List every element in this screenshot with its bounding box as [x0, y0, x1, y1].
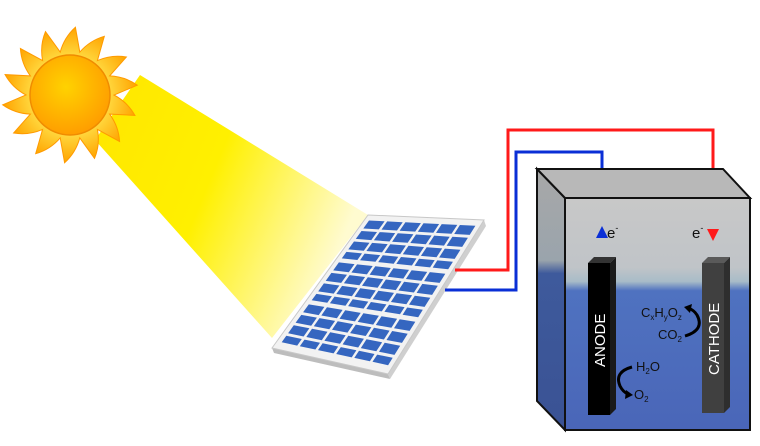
solar-cell: [373, 232, 396, 242]
cathode-label: CATHODE: [706, 303, 723, 375]
solar-cell: [336, 285, 358, 297]
cathode-reactant-formula: CO2: [658, 327, 683, 344]
cathode-reaction-arrow: [684, 306, 701, 338]
cathode-electrode: CATHODE: [702, 257, 730, 413]
solar-cell: [384, 244, 406, 255]
solar-cell: [378, 255, 399, 264]
solar-cell: [281, 335, 302, 346]
solar-cell: [439, 248, 461, 259]
solar-cell: [420, 247, 443, 258]
solar-cell: [313, 318, 336, 330]
solar-cell: [321, 307, 343, 319]
solar-cell: [311, 293, 332, 303]
anode-product-formula: O2: [634, 387, 649, 404]
solar-cell: [416, 283, 438, 295]
solar-cell: [299, 339, 320, 350]
solar-cell: [428, 235, 450, 246]
solar-cell: [350, 324, 372, 336]
solar-cell: [398, 281, 420, 293]
solar-cell: [432, 260, 453, 270]
solar-cell: [332, 321, 354, 333]
electron-flow-down-arrow: [707, 229, 719, 241]
solar-cell: [402, 245, 424, 256]
solar-cell: [446, 236, 468, 247]
cathode-reaction-arrowhead: [684, 304, 692, 313]
solar-cell: [329, 296, 351, 306]
solar-cell: [324, 332, 346, 344]
solar-cell: [303, 304, 325, 316]
solar-cell: [348, 241, 370, 251]
solar-cell: [396, 257, 417, 266]
solar-cell: [380, 279, 402, 291]
anode-label: ANODE: [592, 314, 609, 367]
solar-cell: [384, 304, 405, 315]
solar-cell: [318, 283, 340, 294]
solar-cell: [369, 266, 391, 277]
solar-cell: [399, 222, 421, 232]
solar-cell: [368, 327, 390, 340]
solar-cell: [366, 242, 388, 253]
solar-cell: [372, 290, 394, 302]
solar-cell: [387, 268, 409, 279]
solar-cell: [366, 302, 387, 312]
solar-cell: [375, 316, 398, 328]
solar-cell: [343, 275, 366, 286]
solar-cell: [417, 223, 440, 233]
solar-cell: [394, 319, 416, 331]
solar-cell: [454, 225, 476, 235]
sunlight-beam: [95, 75, 368, 338]
solar-cell: [362, 277, 384, 288]
solar-cell: [357, 313, 379, 325]
anode-reaction-arrowhead: [625, 390, 633, 399]
solar-cell: [386, 331, 408, 343]
solar-cell: [355, 231, 377, 241]
solar-cell: [295, 314, 317, 326]
solar-cell: [436, 224, 458, 234]
solar-cell: [390, 293, 413, 305]
anode-reactant-formula: H2O: [636, 359, 660, 376]
cathode-electron-label: e-: [692, 223, 703, 242]
solar-cell: [306, 328, 328, 341]
solar-cell: [405, 270, 428, 281]
solar-cell: [414, 258, 435, 268]
sun-icon: [1, 26, 139, 164]
anode-reaction-arrow: [617, 365, 633, 396]
electron-flow-up-arrow: [596, 226, 608, 238]
solar-cell: [342, 335, 364, 348]
solar-cell: [410, 234, 432, 245]
solar-cell: [325, 272, 347, 283]
solar-cell: [363, 220, 385, 230]
solar-cell: [409, 295, 431, 307]
anode-electrode: ANODE: [588, 257, 616, 415]
solar-cell: [402, 307, 423, 318]
solar-cell: [351, 264, 373, 275]
solar-cell: [392, 233, 414, 243]
solar-cell: [333, 262, 355, 273]
solar-cell: [360, 339, 383, 352]
solar-cell: [341, 251, 362, 260]
cathode-product-formula: CxHyOz: [641, 305, 682, 322]
solar-cell: [381, 221, 403, 231]
solar-cell: [354, 350, 375, 362]
solar-cell: [336, 347, 357, 358]
anode-electron-label: e-: [607, 223, 618, 242]
solar-cell: [339, 310, 361, 322]
solar-panel: [271, 214, 486, 379]
solar-cell: [372, 354, 393, 366]
solar-cell: [354, 288, 376, 299]
solar-cell: [379, 342, 401, 355]
solar-cell: [288, 325, 310, 337]
solar-cell: [424, 272, 446, 283]
solar-cell: [318, 343, 339, 354]
solar-cell: [360, 253, 381, 262]
solar-cell: [348, 299, 369, 309]
